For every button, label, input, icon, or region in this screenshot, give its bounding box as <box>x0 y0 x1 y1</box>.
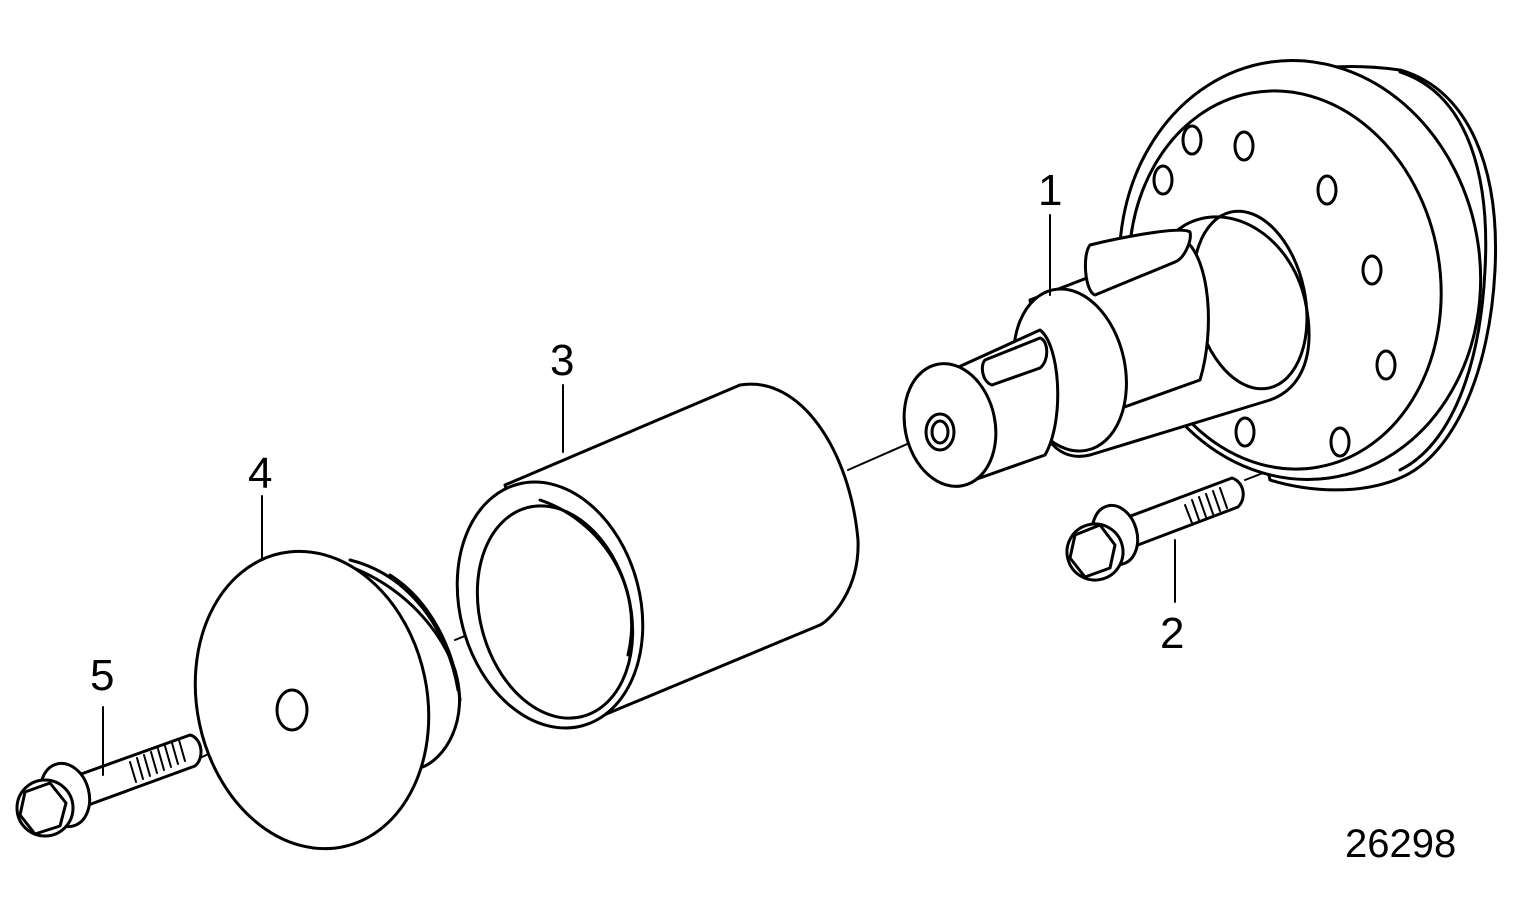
part-5-center-bolt <box>15 733 203 838</box>
callout-3: 3 <box>550 336 574 385</box>
figure-number: 26298 <box>1345 822 1456 866</box>
part-2-flange-bolt <box>1065 476 1245 582</box>
callout-2: 2 <box>1160 609 1184 658</box>
flange-hole-icon <box>1152 164 1174 196</box>
callout-1: 1 <box>1038 166 1062 215</box>
callout-leaders <box>102 214 1176 776</box>
callout-5: 5 <box>90 651 114 700</box>
part-1-hub-flange <box>902 59 1498 492</box>
callout-4: 4 <box>248 449 272 498</box>
part-3-sleeve <box>455 382 860 730</box>
part-4-end-cap <box>193 549 462 851</box>
